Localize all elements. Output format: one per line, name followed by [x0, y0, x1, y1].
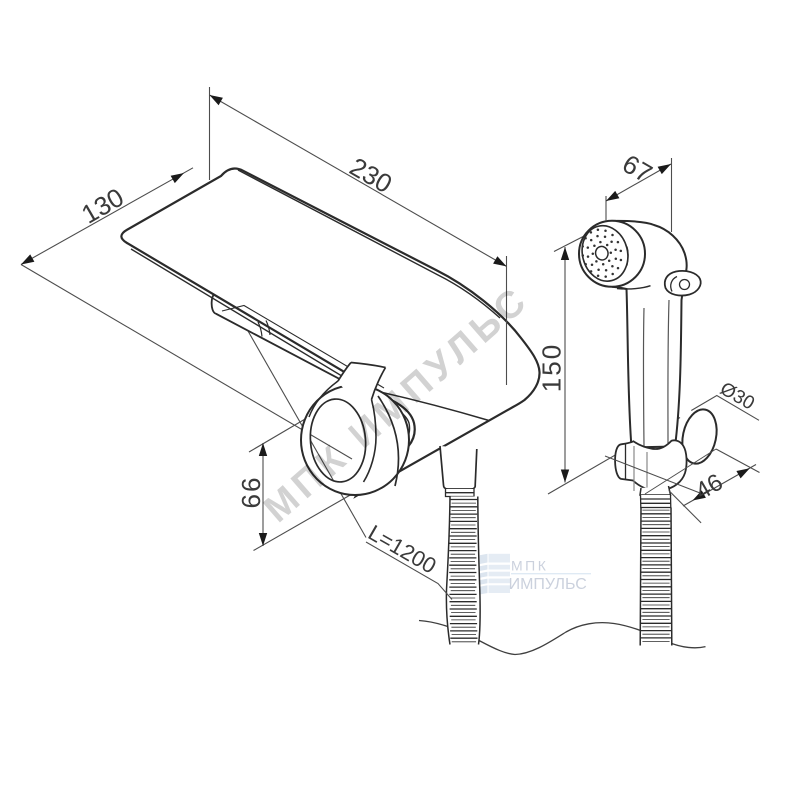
svg-text:МПК: МПК	[511, 558, 548, 574]
svg-text:150: 150	[537, 343, 567, 392]
svg-text:66: 66	[236, 476, 266, 509]
svg-text:ИМПУЛЬС: ИМПУЛЬС	[509, 576, 587, 593]
